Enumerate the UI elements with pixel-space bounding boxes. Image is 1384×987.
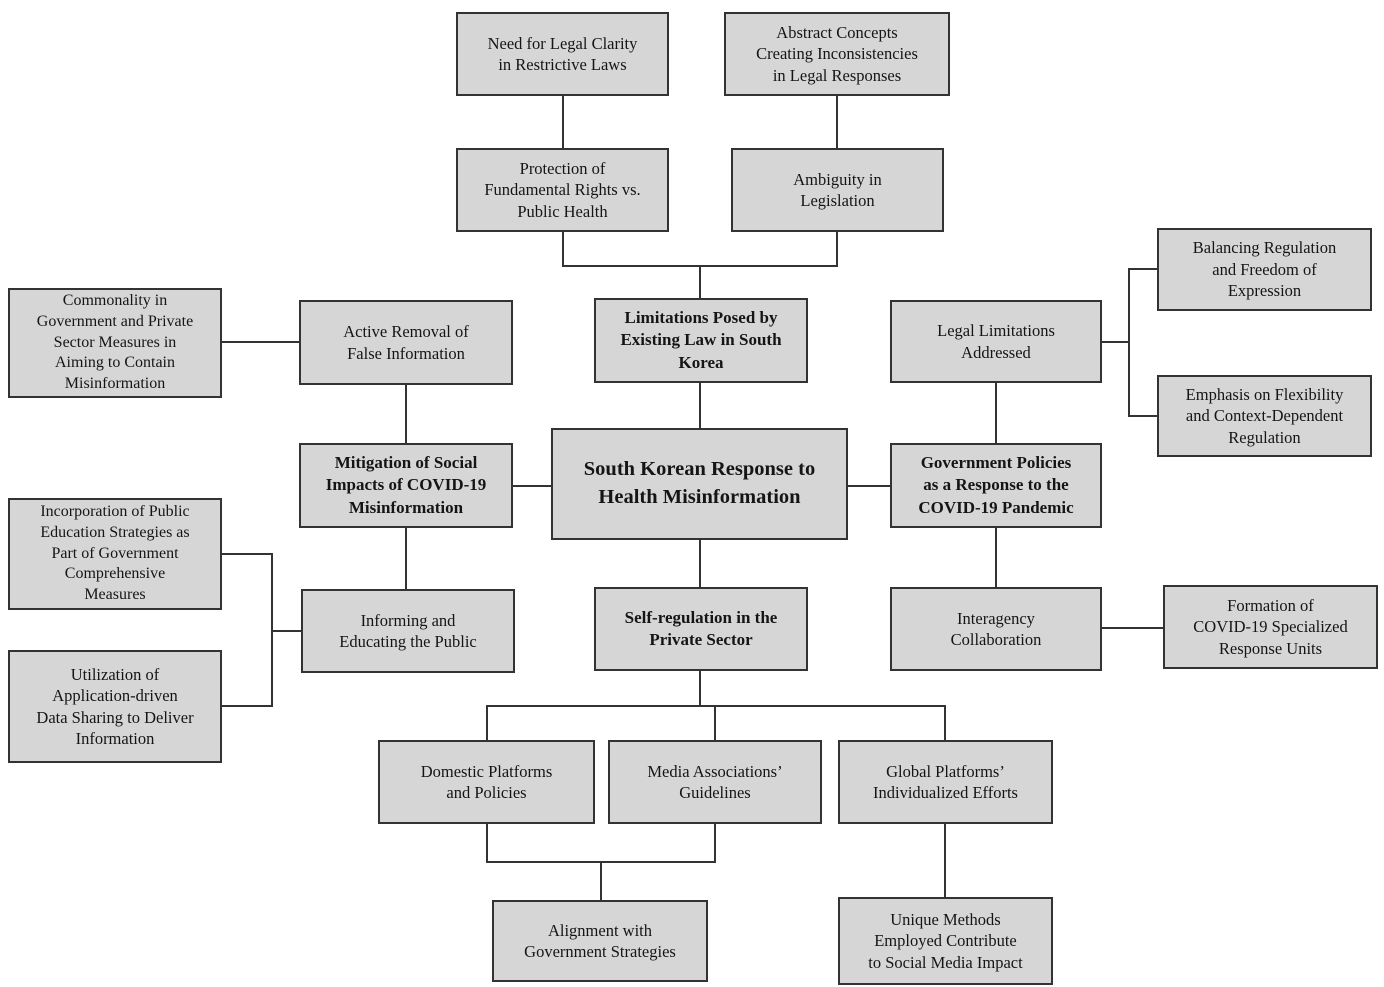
node-south-korean-response: South Korean Response to Health Misinfor…: [551, 428, 848, 540]
node-unique-methods: Unique Methods Employed Contribute to So…: [838, 897, 1053, 985]
node-ambiguity-legislation: Ambiguity in Legislation: [731, 148, 944, 232]
node-informing-educating: Informing and Educating the Public: [301, 589, 515, 673]
node-mitigation-social: Mitigation of Social Impacts of COVID-19…: [299, 443, 513, 528]
node-incorporation-education: Incorporation of Public Education Strate…: [8, 498, 222, 610]
node-government-policies: Government Policies as a Response to the…: [890, 443, 1102, 528]
node-emphasis-flexibility: Emphasis on Flexibility and Context-Depe…: [1157, 375, 1372, 457]
node-global-platforms: Global Platforms’ Individualized Efforts: [838, 740, 1053, 824]
node-protection-rights: Protection of Fundamental Rights vs. Pub…: [456, 148, 669, 232]
node-balancing-regulation: Balancing Regulation and Freedom of Expr…: [1157, 228, 1372, 311]
node-commonality: Commonality in Government and Private Se…: [8, 288, 222, 398]
node-need-legal-clarity: Need for Legal Clarity in Restrictive La…: [456, 12, 669, 96]
edge-domestic-media-merge: [486, 824, 716, 863]
node-alignment-strategies: Alignment with Government Strategies: [492, 900, 708, 982]
node-utilization-data: Utilization of Application-driven Data S…: [8, 650, 222, 763]
edge-merge-to-limitations: [562, 232, 838, 267]
node-interagency: Interagency Collaboration: [890, 587, 1102, 671]
edge-incorporation-utilization-elbow: [222, 553, 273, 707]
node-formation-units: Formation of COVID-19 Specialized Respon…: [1163, 585, 1378, 669]
node-legal-limitations: Legal Limitations Addressed: [890, 300, 1102, 383]
node-media-associations: Media Associations’ Guidelines: [608, 740, 822, 824]
node-limitations-law: Limitations Posed by Existing Law in Sou…: [594, 298, 808, 383]
node-abstract-concepts: Abstract Concepts Creating Inconsistenci…: [724, 12, 950, 96]
node-active-removal: Active Removal of False Information: [299, 300, 513, 385]
edge-elbow-balancing-emphasis: [1128, 268, 1157, 417]
node-self-regulation: Self-regulation in the Private Sector: [594, 587, 808, 671]
node-domestic-platforms: Domestic Platforms and Policies: [378, 740, 595, 824]
